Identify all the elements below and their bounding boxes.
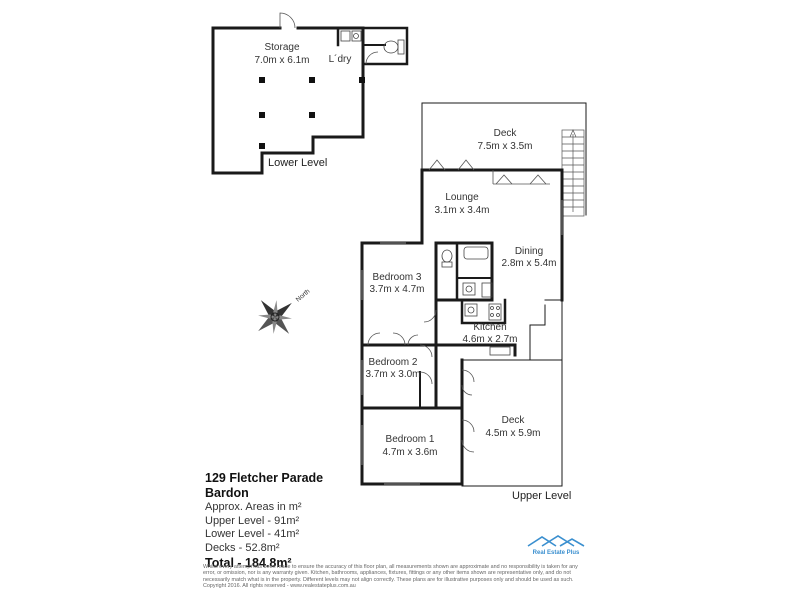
lounge-dims: 3.1m x 3.4m [434,205,489,216]
kitchen-name: Kitchen [473,322,506,333]
areas-note: Approx. Areas in m² [205,501,302,513]
deck-top-dims: 7.5m x 3.5m [477,141,532,152]
storage-name: Storage [264,42,299,53]
deck-bottom-dims: 4.5m x 5.9m [485,428,540,439]
lower-level-walls [211,12,409,175]
address-line2: Bardon [205,486,249,500]
storage-dims: 7.0m x 6.1m [254,55,309,66]
logo-text: Real Estate Plus [533,550,580,556]
bedroom1-name: Bedroom 1 [386,434,435,445]
stairs [561,129,585,217]
total-area: Total - 184.8m² [205,556,292,570]
address-line1: 129 Fletcher Parade [205,471,324,485]
bedroom1-dims: 4.7m x 3.6m [382,447,437,458]
compass-icon [258,300,292,334]
upper-level-label: Upper Level [512,490,571,502]
laundry-fixtures [340,30,405,55]
bifold-doors [428,159,550,185]
lower-level-label: Lower Level [268,157,327,169]
windows [361,200,563,485]
bedroom2-dims: 3.7m x 3.0m [365,369,420,380]
bedroom3-dims: 3.7m x 4.7m [369,284,424,295]
dining-dims: 2.8m x 5.4m [501,258,556,269]
kitchen-dims: 4.6m x 2.7m [462,334,517,345]
bedroom3-name: Bedroom 3 [373,272,422,283]
compass-north-label: North [295,288,312,304]
decks-area: Decks - 52.8m² [205,541,280,554]
laundry-name: L´dry [329,53,352,65]
upper-level-area: Upper Level - 91m² [205,514,300,527]
upper-level-walls [360,102,587,487]
fixtures [441,246,511,356]
bedroom2-name: Bedroom 2 [369,357,418,368]
deck-top-name: Deck [494,128,518,139]
real-estate-plus-logo: Real Estate Plus [527,535,585,556]
lounge-name: Lounge [445,192,479,203]
property-info: 129 Fletcher Parade Bardon Approx. Areas… [205,471,405,571]
interior-doors [367,309,475,453]
lower-level-area: Lower Level - 41m² [205,528,300,540]
deck-bottom-name: Deck [502,415,526,426]
dining-name: Dining [515,246,543,257]
storage-pillars [259,77,365,149]
disclaimer-text: Whilst every attempt has been made to en… [203,564,578,590]
